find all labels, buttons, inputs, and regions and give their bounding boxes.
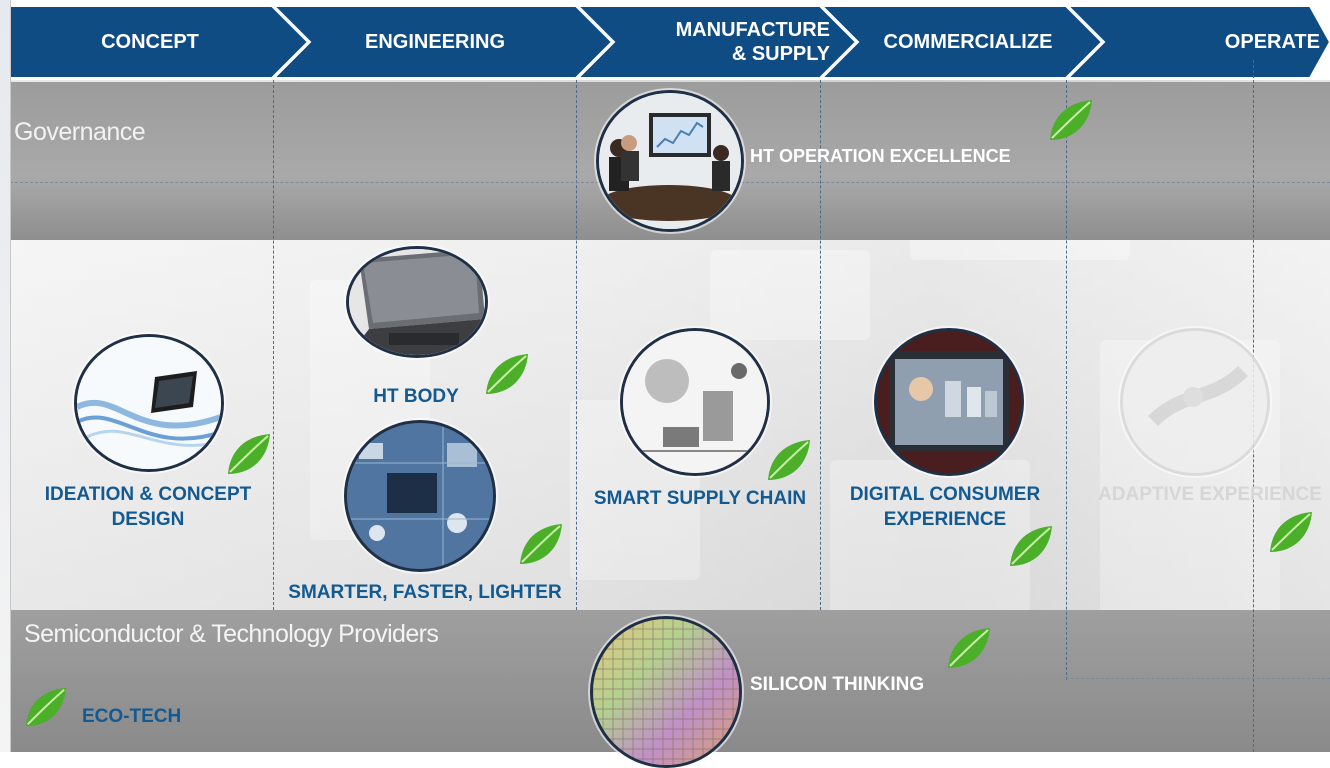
column-divider xyxy=(1066,80,1067,680)
stage-operate[interactable]: OPERATE xyxy=(1224,31,1320,53)
digital-consumer-label: DIGITAL CONSUMER EXPERIENCE xyxy=(849,484,1041,530)
stage-engineering[interactable]: ENGINEERING xyxy=(364,31,506,53)
leaf-icon xyxy=(1010,526,1052,566)
leaf-icon xyxy=(1270,512,1312,552)
column-divider xyxy=(576,80,577,610)
operation-excellence-image xyxy=(596,90,744,232)
leaf-icon xyxy=(25,687,67,727)
stage-chevron-bar: CONCEPT ENGINEERING MANUFACTURE & SUPPLY… xyxy=(10,6,1330,78)
circuit-board-image xyxy=(344,420,496,572)
leaf-icon xyxy=(228,434,270,474)
semiconductor-label: Semiconductor & Technology Providers xyxy=(24,620,439,648)
leaf-icon xyxy=(768,440,810,480)
digital-consumer-image xyxy=(874,328,1024,476)
ideation-image xyxy=(74,334,224,472)
smart-supply-chain-label: SMART SUPPLY CHAIN xyxy=(593,488,807,509)
leaf-icon xyxy=(486,354,528,394)
smarter-faster-lighter-label: SMARTER, FASTER, LIGHTER xyxy=(288,582,562,603)
silicon-thinking-label: SILICON THINKING xyxy=(750,674,925,695)
leaf-icon xyxy=(1050,100,1092,140)
chevron-shapes xyxy=(10,6,1330,78)
stage-concept[interactable]: CONCEPT xyxy=(101,31,199,53)
operation-excellence-label: HT OPERATION EXCELLENCE xyxy=(750,146,1011,166)
silicon-wafer-image xyxy=(590,616,742,768)
governance-label: Governance xyxy=(14,118,146,146)
ht-body-image xyxy=(346,246,488,358)
leaf-icon xyxy=(948,628,990,668)
ht-body-label: HT BODY xyxy=(373,386,459,407)
supply-chain-image xyxy=(620,328,770,476)
adaptive-experience-image xyxy=(1120,328,1270,476)
stage-manufacture-supply[interactable]: MANUFACTURE & SUPPLY xyxy=(675,19,830,65)
eco-tech-label: ECO-TECH xyxy=(82,706,182,727)
column-divider xyxy=(273,80,274,610)
guide-line xyxy=(1066,678,1330,679)
column-divider xyxy=(820,80,821,610)
stage-commercialize[interactable]: COMMERCIALIZE xyxy=(883,31,1053,53)
leaf-icon xyxy=(520,524,562,564)
left-edge-panel xyxy=(0,0,11,752)
adaptive-experience-label: ADAPTIVE EXPERIENCE xyxy=(1098,484,1322,505)
ideation-label: IDEATION & CONCEPT DESIGN xyxy=(44,484,252,530)
